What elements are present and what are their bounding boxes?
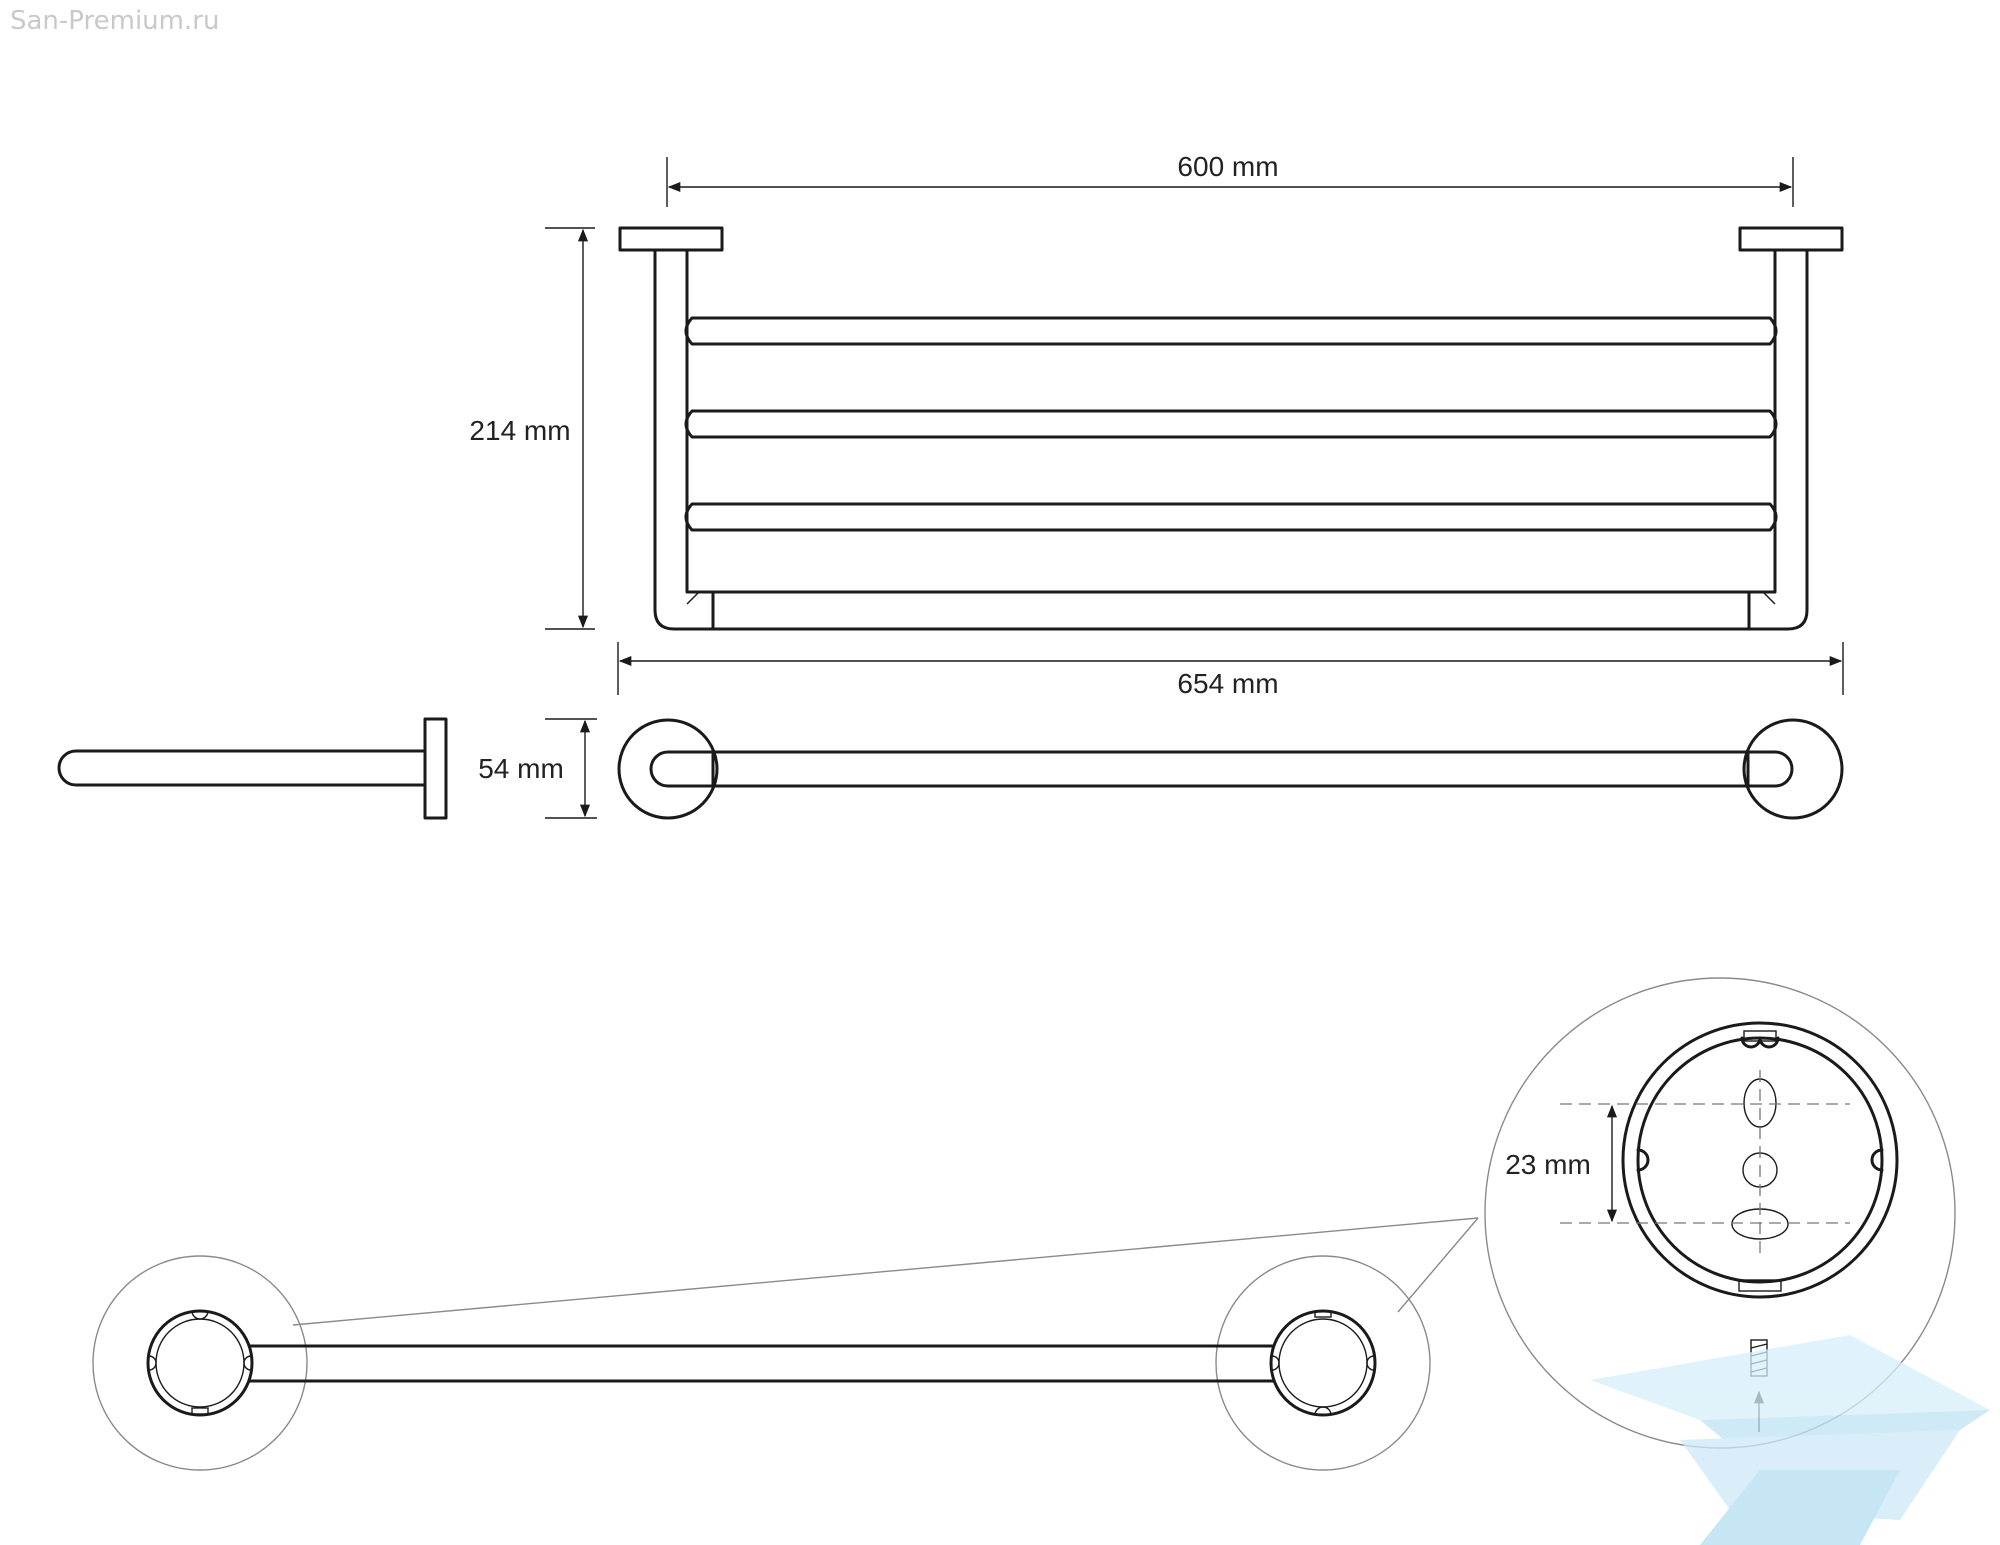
right-detail-circle: [1215, 1255, 1431, 1471]
dim-label-54: 54 mm: [478, 753, 564, 784]
screw-thread: [1750, 1343, 1768, 1349]
frame-inner-left: [685, 248, 715, 631]
mount-slot: [1314, 1310, 1332, 1318]
left-rosette: [617, 718, 719, 820]
mount-notch: [243, 1355, 252, 1371]
side-view: [57, 717, 448, 820]
right-mount-inner: [1278, 1318, 1368, 1408]
watermark-logo: [1590, 1335, 1990, 1545]
shelf-bar: [684, 409, 1778, 439]
mount-notch: [1271, 1355, 1280, 1371]
magnified-top-slot: [1743, 1030, 1777, 1042]
left-mount-ring: [146, 1309, 254, 1417]
frame-inner-right: [1747, 248, 1777, 631]
zoom-leader-line: [292, 1217, 1479, 1326]
logo-shape: [1700, 1470, 1900, 1545]
right-wall-plate: [1738, 226, 1844, 252]
left-detail-circle: [92, 1255, 308, 1471]
dim-label-654: 654 mm: [1177, 668, 1278, 699]
mount-slot: [191, 1407, 209, 1415]
watermark-site-text: San-Premium.ru: [10, 6, 220, 36]
corner-detail: [686, 591, 700, 605]
mount-notch: [1314, 1406, 1332, 1416]
side-wall-plate: [423, 717, 448, 820]
corner-detail: [1762, 591, 1776, 605]
logo-shape: [1590, 1335, 1990, 1420]
magnified-bottom-slot: [1738, 1279, 1782, 1292]
shelf-bar: [684, 502, 1778, 532]
frame-outer: [653, 248, 1809, 631]
magnified-side-notch: [1636, 1148, 1650, 1172]
magnified-top-notch: [1740, 1036, 1780, 1049]
dim-label-214: 214 mm: [469, 415, 570, 446]
mount-notch: [191, 1310, 209, 1320]
left-wall-plate: [618, 226, 724, 252]
right-rosette: [1742, 718, 1844, 820]
magnified-outer-ring: [1621, 1021, 1899, 1299]
right-mount-ring: [1269, 1309, 1377, 1417]
side-bar-profile: [57, 749, 427, 787]
zoom-leader-line: [1397, 1217, 1479, 1313]
shelf-bar: [684, 316, 1778, 346]
top-view: 54 mm: [478, 718, 1844, 820]
mount-notch: [148, 1355, 157, 1371]
top-bar: [649, 750, 1794, 788]
mounting-view: 23 mm: [92, 977, 1956, 1471]
front-view: 600 mm 214 mm 654 mm: [469, 151, 1844, 699]
magnified-side-notch: [1870, 1148, 1884, 1172]
dim-label-23: 23 mm: [1505, 1149, 1591, 1180]
dim-label-600: 600 mm: [1177, 151, 1278, 182]
mount-notch: [1366, 1355, 1375, 1371]
left-mount-inner: [155, 1318, 245, 1408]
